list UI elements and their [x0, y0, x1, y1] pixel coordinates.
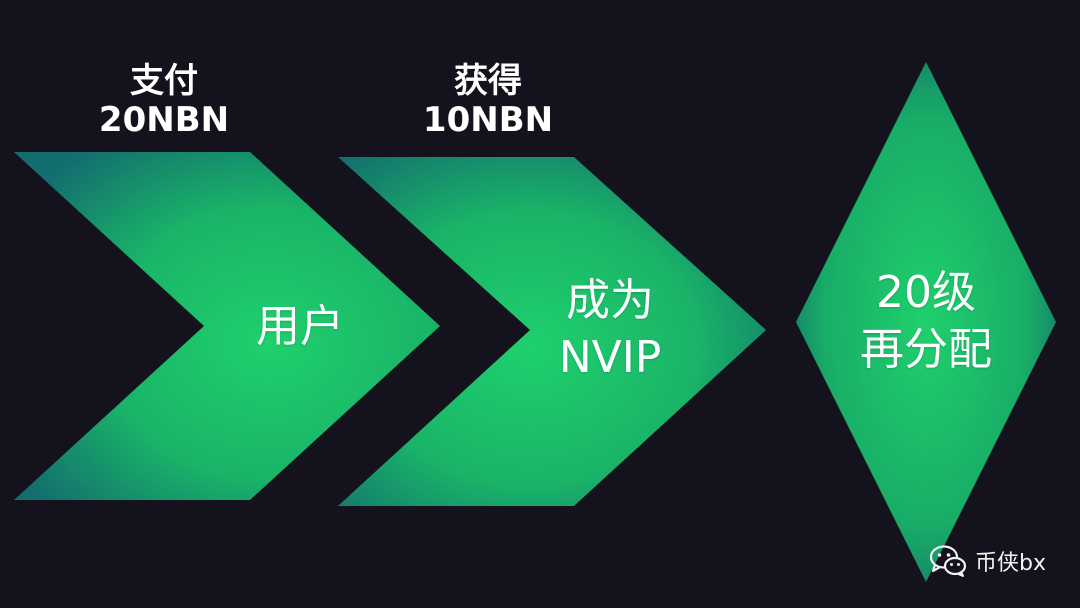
- step2-top-line2: 10NBN: [422, 100, 554, 141]
- step2-label-line2: NVIP: [558, 332, 662, 384]
- step2-label-line1: 成为: [566, 275, 654, 326]
- wechat-icon: [929, 545, 967, 577]
- chevron-step-1: [14, 152, 440, 500]
- step1-top-line1: 支付: [130, 61, 198, 101]
- step1-top-label: 支付 20NBN: [84, 61, 244, 141]
- step3-label-line2: 再分配: [860, 324, 992, 376]
- watermark-text: 币侠bx: [975, 551, 1046, 576]
- chevron-step-2: [338, 157, 766, 506]
- step3-label-line1: 20级: [876, 267, 976, 318]
- diamond-step-3: [796, 62, 1056, 582]
- step2-top-line1: 获得: [454, 61, 522, 101]
- step2-top-label: 获得 10NBN: [398, 61, 578, 141]
- watermark: 币侠bx: [929, 544, 1046, 578]
- step3-label: 20级 再分配: [826, 264, 1026, 378]
- step1-label: 用户: [256, 301, 344, 352]
- step1-top-line2: 20NBN: [98, 100, 230, 141]
- step2-label: 成为 NVIP: [510, 272, 710, 386]
